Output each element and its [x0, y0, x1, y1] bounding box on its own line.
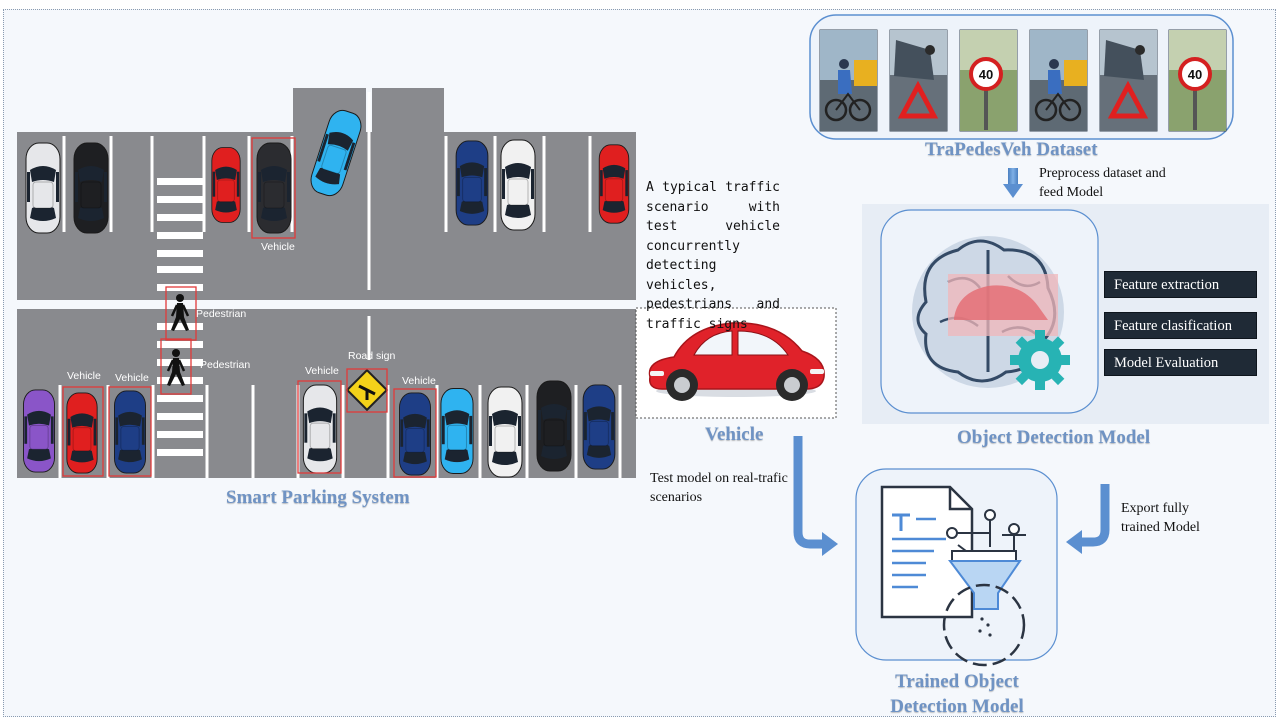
vehicle-caption: Vehicle: [705, 424, 764, 445]
car-red-2: [598, 144, 630, 224]
red-beetle-car-icon: [648, 322, 825, 401]
car-red-1: [211, 147, 241, 223]
dataset-thumbnails: 40 40: [819, 29, 1227, 132]
dataset-thumbnail-cyclist: [1029, 29, 1088, 132]
test-model-note: Test model on real-trafic scenarios: [650, 471, 788, 505]
label-pedestrian-2: Pedestrian: [200, 359, 250, 371]
arrow-test-model: [793, 436, 824, 549]
car-red-3: [66, 392, 98, 474]
car-black-3: [536, 380, 572, 472]
arrow-down-dataset: [1003, 168, 1023, 198]
label-vehicle-4: Vehicle: [402, 375, 436, 387]
detection-model-title: Object Detection Model: [957, 427, 1151, 448]
bbox-pedestrian-1: [165, 286, 197, 341]
dataset-thumbnail-cyclist: [819, 29, 878, 132]
car-purple: [23, 389, 55, 473]
label-road-sign: Road sign: [348, 350, 395, 362]
dataset-thumbnail-warning-triangle: [889, 29, 948, 132]
lane-markings-upper: [62, 92, 592, 290]
car-white-1: [25, 142, 61, 234]
car-black-1: [73, 142, 109, 234]
dataset-thumbnail-warning-triangle: [1099, 29, 1158, 132]
smart-parking-title: Smart Parking System: [226, 487, 410, 508]
car-white-2: [500, 139, 536, 231]
label-vehicle-3: Vehicle: [305, 365, 339, 377]
dataset-title: TraPedesVeh Dataset: [925, 139, 1098, 160]
car-blue-3: [399, 392, 431, 476]
car-white-4: [487, 386, 523, 478]
car-cyan-2: [440, 388, 474, 474]
dataset-thumbnail-speed-sign: 40: [959, 29, 1018, 132]
trained-model-title: Trained Object Detection Model: [890, 671, 1024, 717]
arrow-export-model: [1080, 484, 1110, 547]
detection-boxes: [62, 137, 437, 478]
bbox-vehicle-upper: [251, 137, 296, 239]
preprocess-note: Preprocess dataset and feed Model: [1039, 166, 1166, 200]
detection-labels: Vehicle Pedestrian Pedestrian Vehicle Ve…: [67, 241, 436, 387]
car-dark-2: [256, 142, 292, 234]
feature-extraction-box: Feature extraction: [1104, 271, 1257, 298]
bbox-vehicle-4: [393, 388, 437, 478]
road-sign: [345, 368, 389, 412]
car-blue-1: [455, 140, 489, 226]
bbox-vehicle-1: [62, 386, 104, 477]
bbox-vehicle-2: [108, 386, 152, 477]
road-spur-right: [372, 88, 444, 134]
pedestrian-figure-1: [170, 294, 190, 331]
label-vehicle-2: Vehicle: [115, 372, 149, 384]
label-vehicle-1: Vehicle: [67, 370, 101, 382]
document-filter-gear-icon: [880, 485, 1026, 667]
label-vehicle-upper: Vehicle: [261, 241, 295, 253]
dataset-thumbnail-speed-sign: 40: [1168, 29, 1227, 132]
arrow-export-model-head: [1066, 530, 1082, 554]
feature-classification-box: Feature clasification: [1104, 312, 1257, 339]
scenario-description: A typical traffic scenario with test veh…: [646, 180, 780, 332]
car-white-3: [302, 384, 338, 474]
svg-text:40: 40: [979, 67, 993, 82]
pedestrian-figure-2: [166, 349, 186, 386]
bbox-vehicle-3: [297, 380, 342, 474]
svg-text:40: 40: [1188, 67, 1202, 82]
crosswalk: [157, 178, 203, 456]
label-pedestrian-1: Pedestrian: [196, 308, 246, 320]
bbox-road-sign: [346, 368, 388, 413]
brain-gear-icon: [912, 236, 1070, 390]
export-note: Export fully trained Model: [1121, 501, 1200, 535]
car-blue-2: [114, 390, 146, 474]
model-evaluation-box: Model Evaluation: [1104, 349, 1257, 376]
bbox-pedestrian-2: [160, 338, 192, 395]
arrow-test-model-head: [822, 532, 838, 556]
car-blue-4: [582, 384, 616, 470]
